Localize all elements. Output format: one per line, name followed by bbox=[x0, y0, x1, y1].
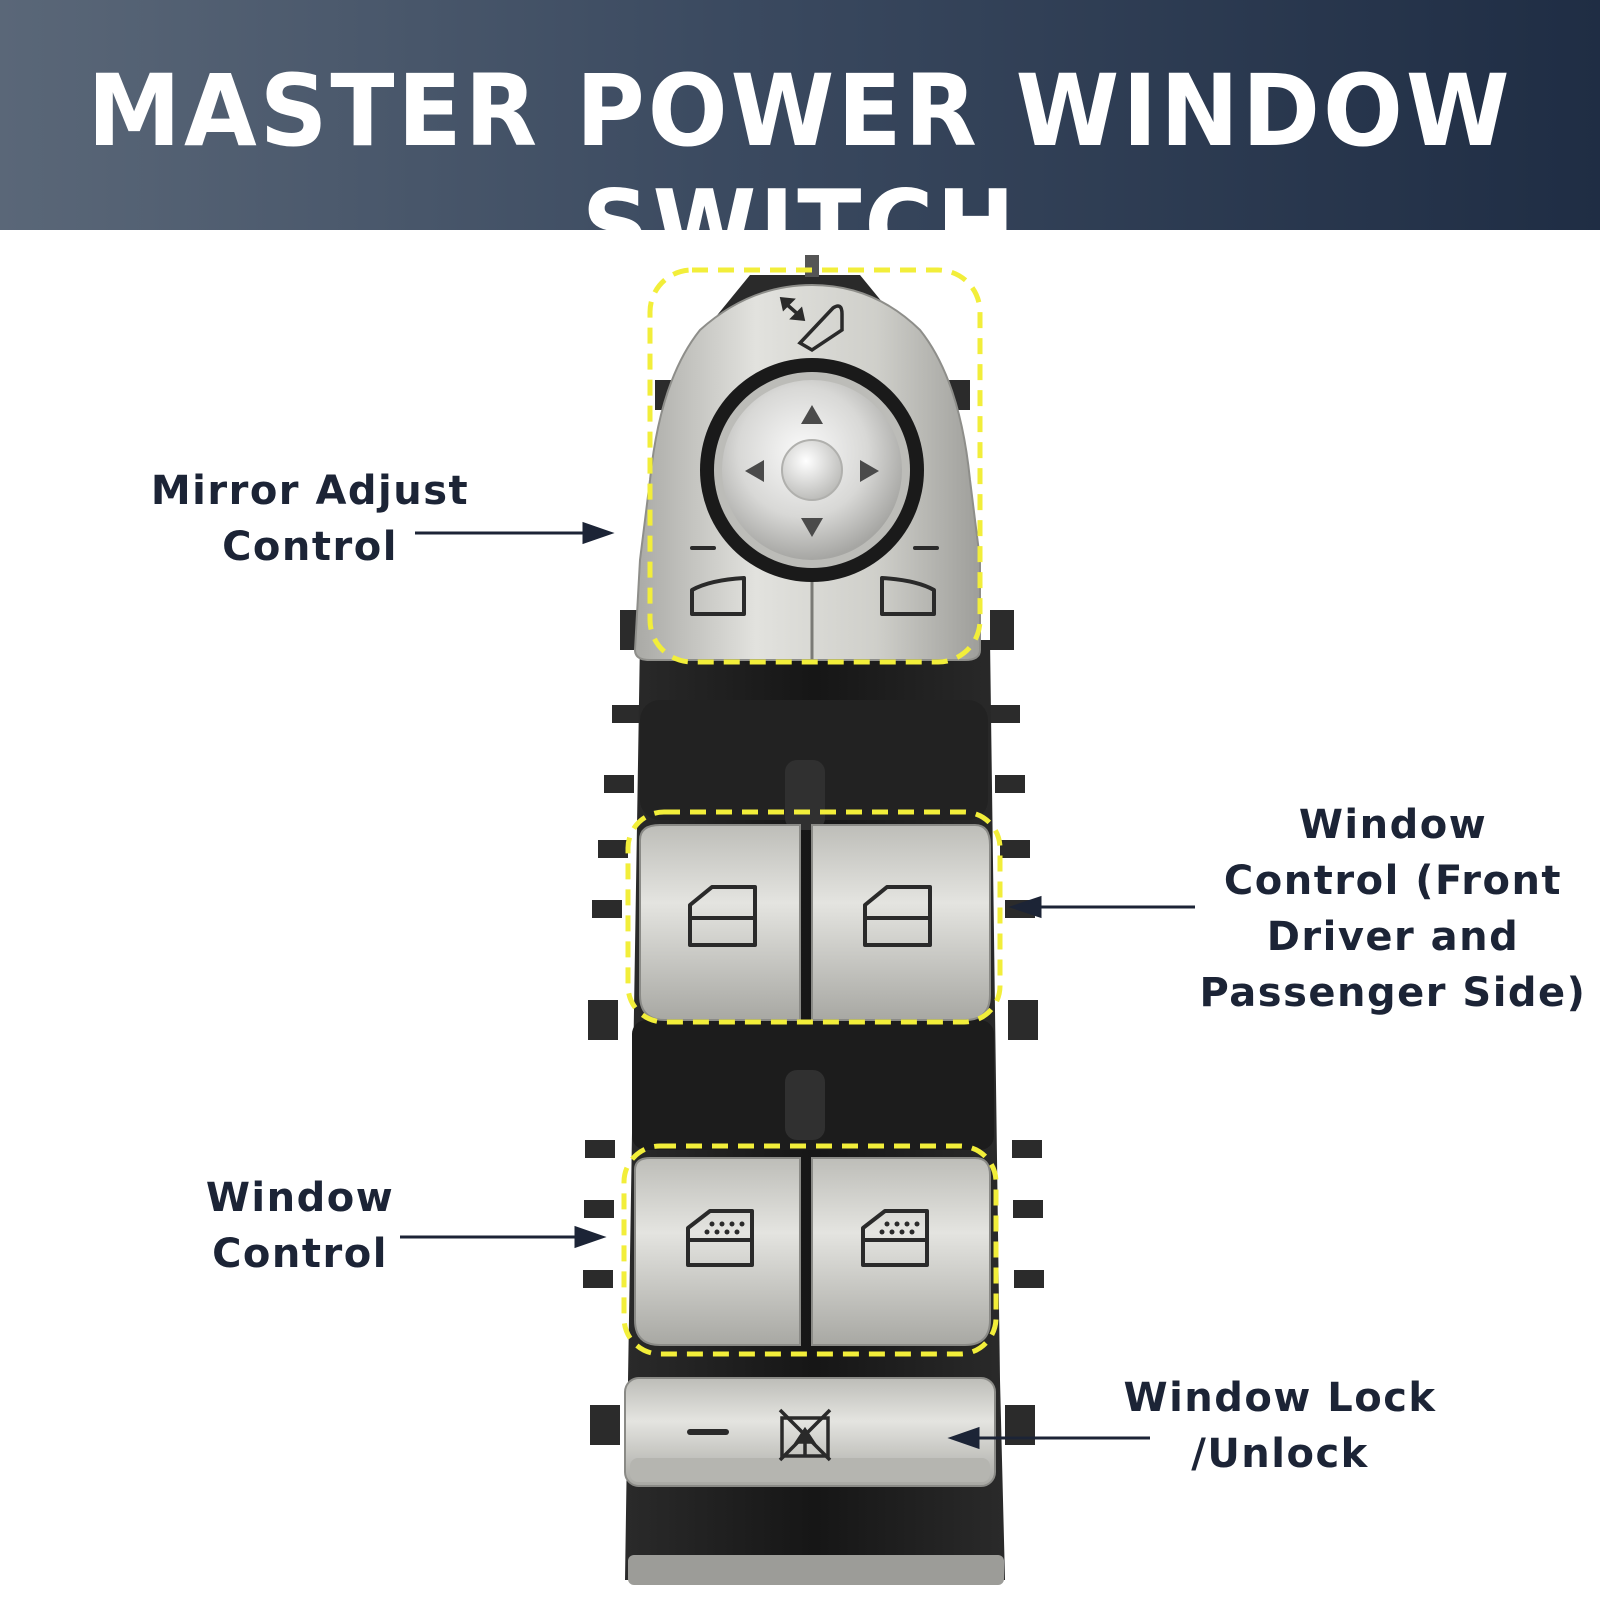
window-icon bbox=[688, 885, 757, 947]
rear-window-label: Window Control bbox=[205, 1175, 395, 1277]
mirror-left-icon bbox=[690, 576, 746, 616]
mounting-tabs bbox=[583, 380, 1044, 1445]
rear-window-right-button[interactable] bbox=[811, 1157, 991, 1346]
mirror-adjust-control[interactable] bbox=[633, 283, 981, 661]
callout-arrows bbox=[400, 521, 1195, 1450]
mirror-right-icon bbox=[880, 576, 936, 616]
mirror-adjust-label: Mirror Adjust Control bbox=[150, 468, 470, 570]
mirror-highlight bbox=[647, 267, 983, 665]
mirror-select-icon bbox=[779, 297, 844, 353]
front-window-passenger-button[interactable] bbox=[811, 824, 991, 1021]
rear-window-icon bbox=[686, 1209, 754, 1267]
direction-arrow-icon bbox=[745, 405, 879, 537]
rear-window-icon bbox=[861, 1209, 929, 1267]
rear-window-highlight bbox=[621, 1143, 999, 1357]
front-window-label: Window Control (Front Driver and Passeng… bbox=[1199, 802, 1587, 1016]
front-window-highlight bbox=[625, 809, 1003, 1025]
rear-window-left-button[interactable] bbox=[634, 1157, 801, 1346]
front-window-driver-button[interactable] bbox=[639, 824, 801, 1021]
window-lock-icon bbox=[778, 1408, 832, 1462]
window-lock-label: Window Lock /Unlock bbox=[1123, 1375, 1437, 1477]
window-lock-button[interactable] bbox=[624, 1377, 996, 1487]
header-banner: MASTER POWER WINDOW SWITCH bbox=[0, 0, 1600, 284]
window-icon bbox=[863, 885, 932, 947]
page-title: MASTER POWER WINDOW SWITCH bbox=[87, 54, 1513, 285]
